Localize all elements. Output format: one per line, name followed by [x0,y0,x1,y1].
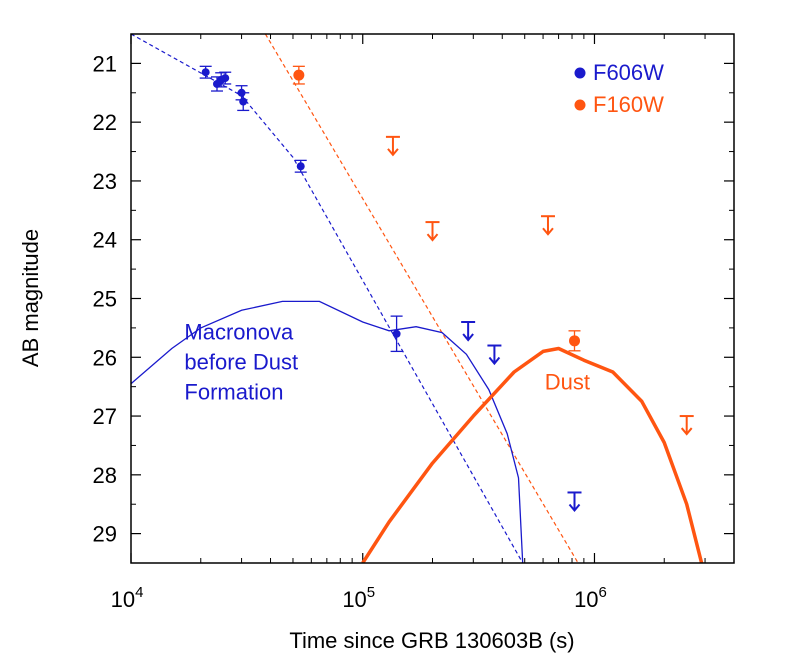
y-tick-label: 26 [93,345,117,370]
y-tick-label: 25 [93,287,117,312]
upper-limit-arrow [568,503,581,513]
upper-limit-arrow [680,427,693,436]
plot-frame [130,33,735,564]
legend-label: F606W [593,60,664,85]
legend-marker [574,99,586,111]
model-curve [131,34,524,563]
data-point [392,329,401,338]
x-tick-label: 106 [574,584,607,612]
tick-labels: 21 22 23 24 25 26 27 28 29 104 105 106 [93,51,607,612]
y-tick-label: 21 [93,51,117,76]
axis-ticks [130,34,734,563]
x-tick-label: 104 [111,584,144,612]
upper-limit-arrow [387,148,399,157]
data-point [201,68,210,77]
data-point [569,335,581,347]
x-tick-label: 105 [342,584,375,612]
x-axis-label: Time since GRB 130603B (s) [289,628,574,653]
upper-limit-arrow [488,356,501,366]
model-curve [361,346,704,563]
data-points [199,65,694,513]
data-point [293,69,305,81]
legend-label: F160W [593,92,664,117]
model-curve [131,300,524,563]
model-curves [131,34,704,563]
legend-marker [574,67,586,79]
legend: F606W F160W [574,60,664,117]
y-tick-label: 29 [93,522,117,547]
data-point [239,97,248,106]
y-tick-label: 22 [93,110,117,135]
y-tick-label: 23 [93,169,117,194]
annotation-label: Dust [545,370,590,395]
data-point [221,74,230,83]
upper-limit-arrow [462,333,474,342]
data-point [296,162,305,171]
y-tick-label: 28 [93,463,117,488]
upper-limit-arrow [426,233,439,242]
y-tick-label: 24 [93,228,117,253]
upper-limit-arrow [542,227,554,236]
y-tick-label: 27 [93,404,117,429]
model-curve [264,34,579,563]
y-axis-label: AB magnitude [18,229,43,367]
